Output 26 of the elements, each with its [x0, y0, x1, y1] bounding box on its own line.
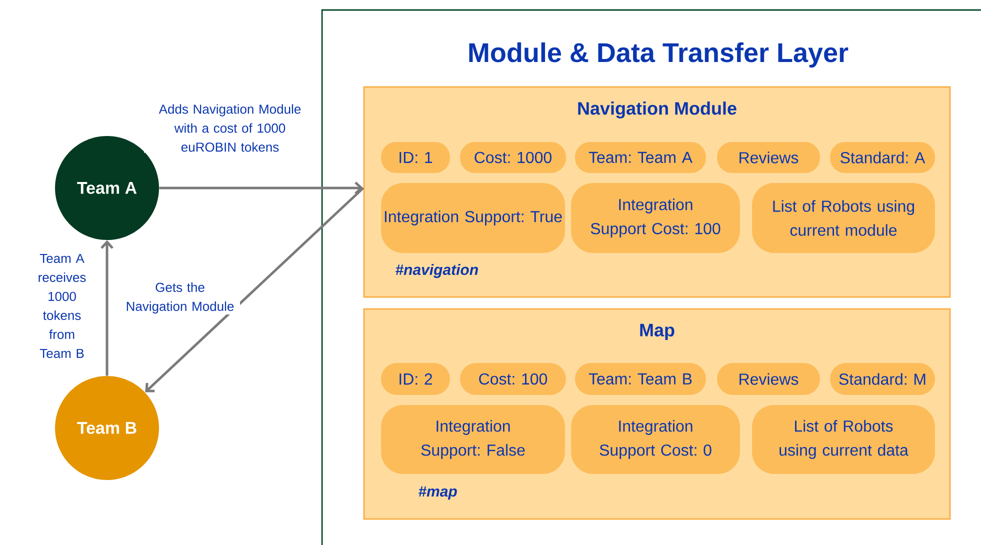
panel-title: Map	[640, 324, 674, 340]
edge-label: Adds Navigation Module with a cost of 1000 euROBIN tokens	[144, 103, 316, 153]
arrow	[100, 240, 114, 376]
attribute-pill: List of Robots using current module	[752, 183, 935, 253]
arrow	[145, 187, 364, 392]
attribute-pill: List of Robots using current data	[752, 404, 935, 474]
edge-label: Gets the Navigation Module	[120, 281, 240, 315]
attribute-pill: Cost: 100	[460, 362, 566, 395]
hashtag: #map	[418, 486, 457, 500]
attribute-pill: Integration Support Cost: 0	[571, 404, 740, 474]
hashtag: #navigation	[396, 264, 478, 278]
attribute-pill: Team: Team B	[575, 362, 706, 395]
attribute-pill: Standard: A	[830, 142, 935, 173]
attribute-pill: Integration Support: False	[381, 404, 565, 474]
attribute-pill: Standard: M	[830, 362, 935, 395]
attribute-pill: Integration Support Cost: 100	[571, 183, 740, 253]
attribute-pill: Team: Team A	[575, 142, 706, 173]
attribute-pill: Reviews	[717, 362, 820, 395]
layer-title: Module & Data Transfer Layer	[469, 42, 848, 68]
edge-label: Team A receives 1000 tokens from Team B	[32, 252, 92, 360]
arrow	[159, 182, 364, 194]
attribute-pill: Reviews	[717, 142, 820, 173]
attribute-pill: ID: 2	[381, 362, 450, 395]
attribute-pill: Cost: 1000	[460, 142, 566, 173]
panel-title: Navigation Module	[578, 102, 736, 118]
attribute-pill: Integration Support: True	[381, 183, 565, 253]
